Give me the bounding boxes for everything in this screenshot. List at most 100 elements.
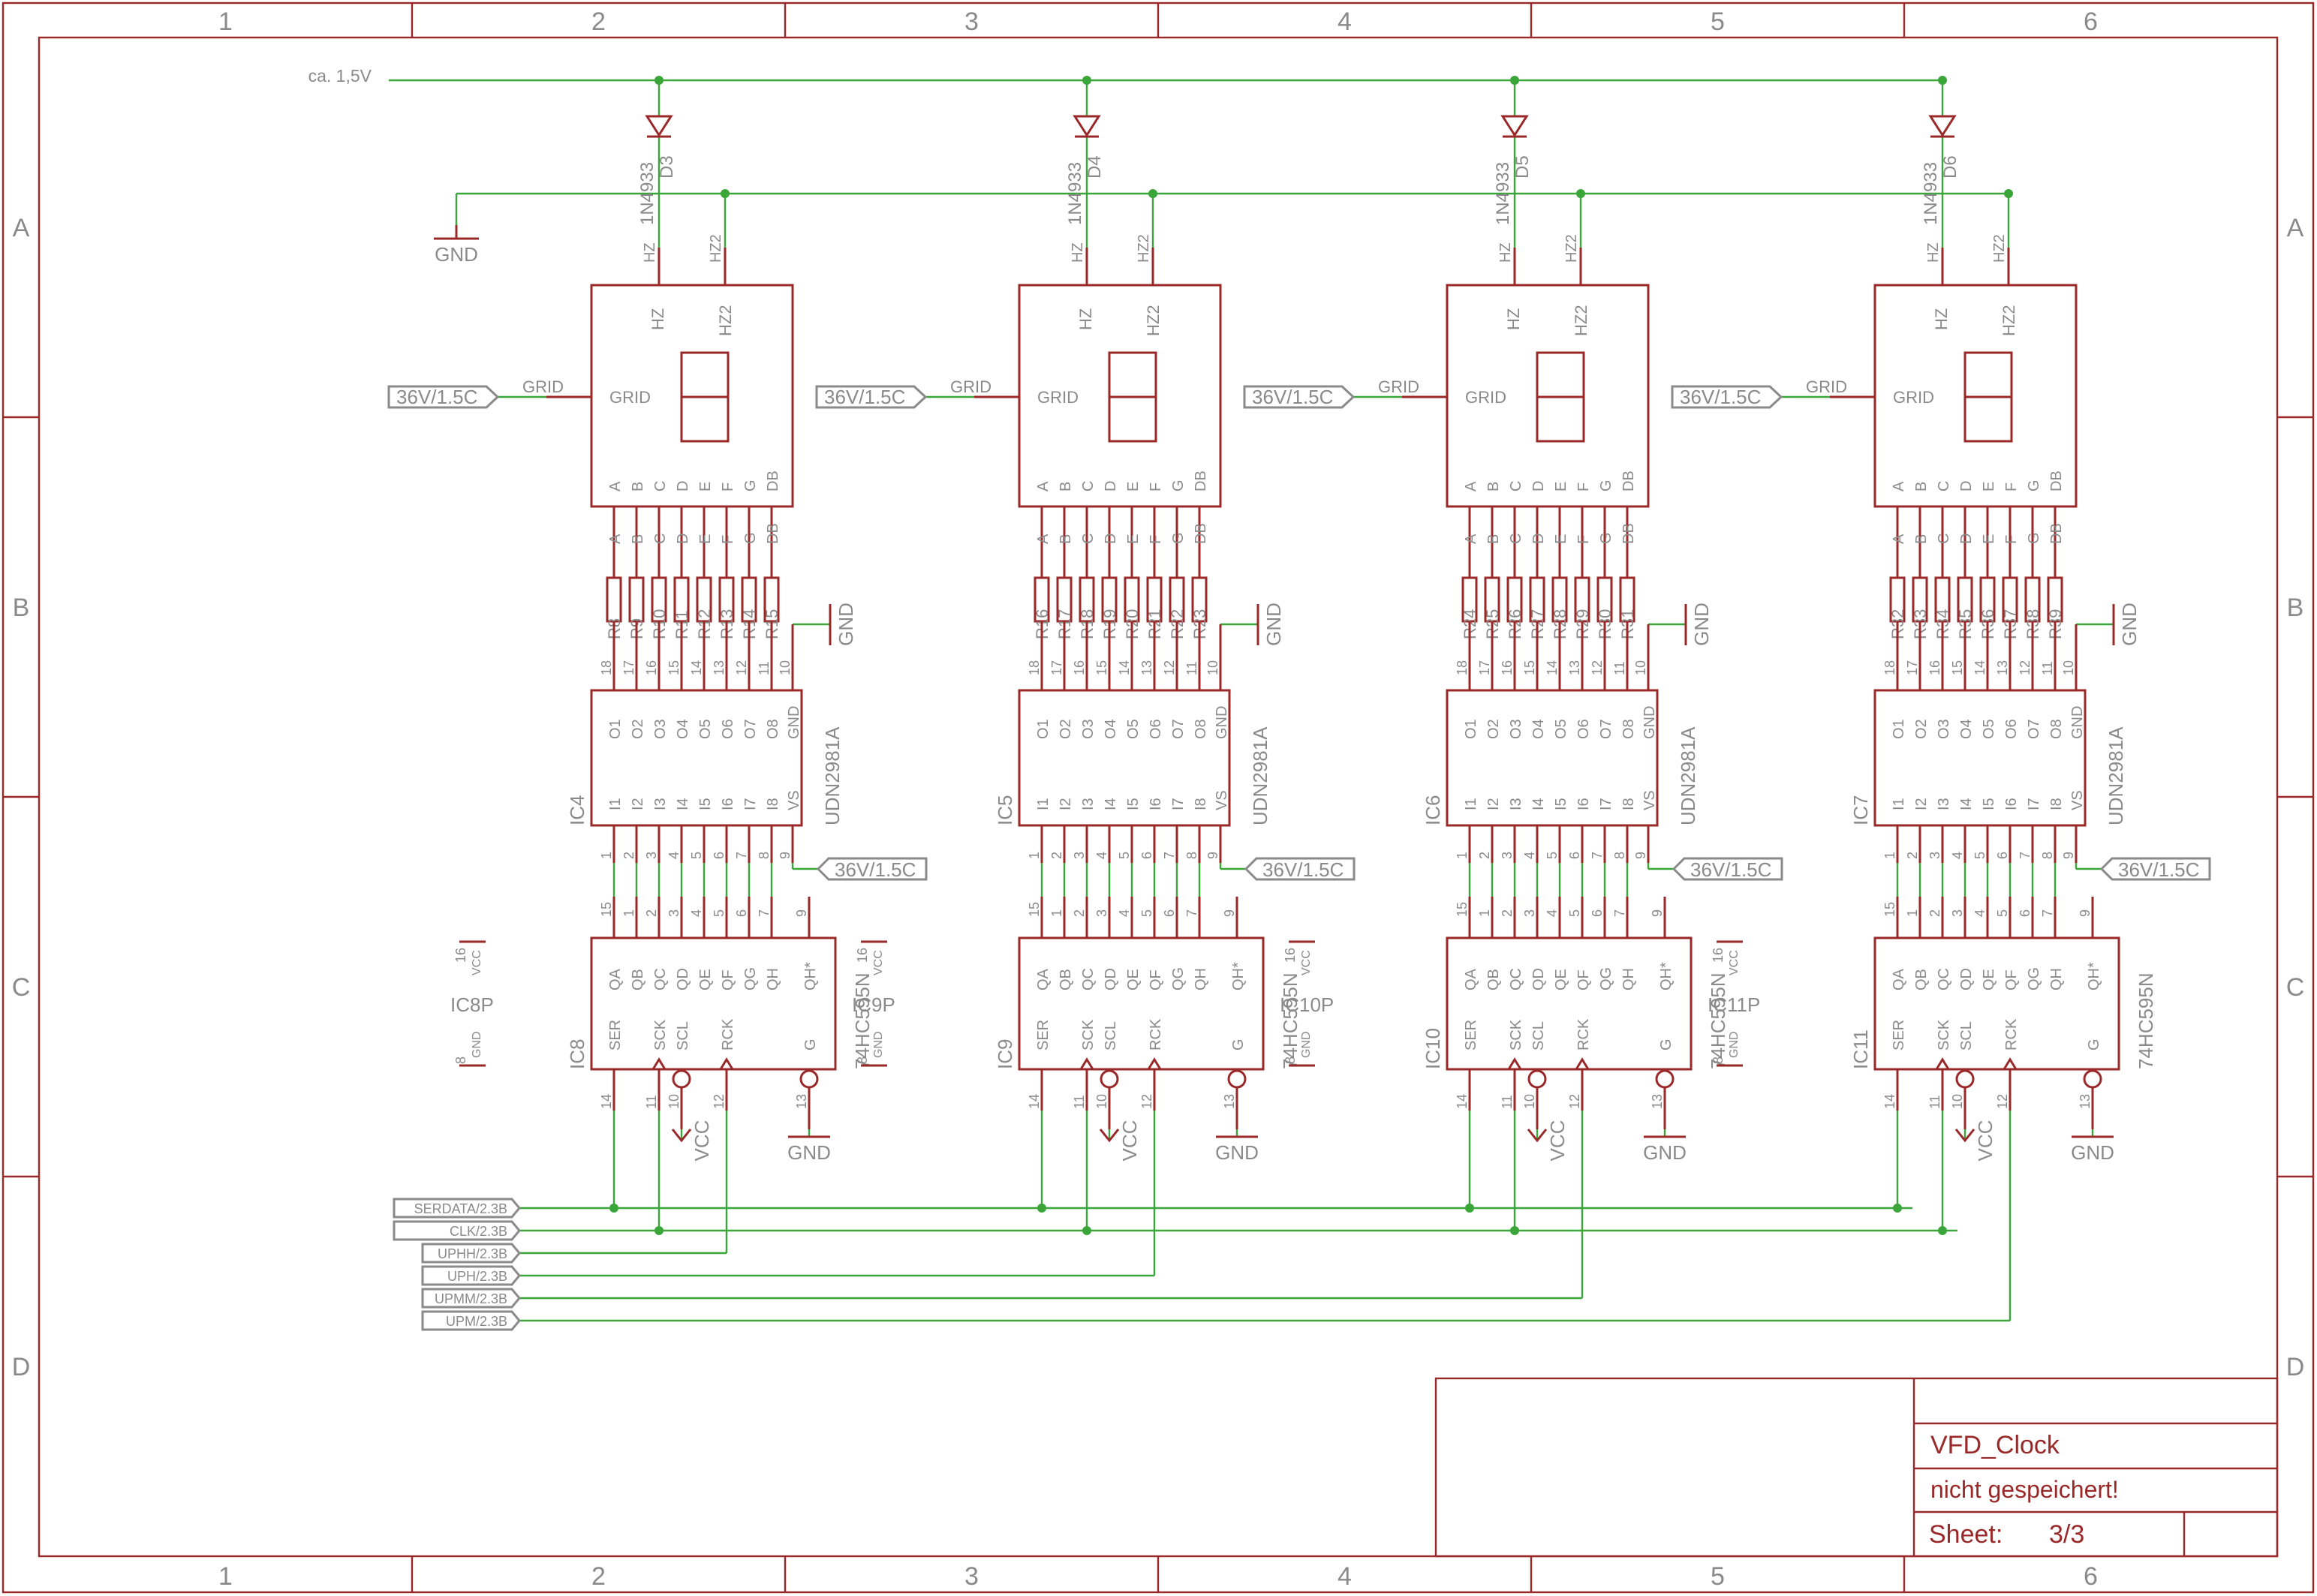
sr-output-pin-number: 1 — [1049, 909, 1064, 917]
sr-output-pin-label: QC — [1936, 968, 1952, 990]
udn-input-pin-number: 8 — [757, 852, 772, 859]
power-gnd-label: GND — [1300, 1031, 1313, 1058]
vfd-segment-pin-label: C — [1936, 481, 1952, 491]
udn-output-pin-number: 17 — [1049, 660, 1064, 675]
frame-col-bottom-label: 3 — [964, 1562, 979, 1591]
diode-ref-label: D5 — [1512, 155, 1533, 179]
vfd-segment-pin-label: B — [1058, 482, 1074, 491]
segment-net-label: A — [1035, 534, 1052, 544]
udn-output-pin-label: O2 — [630, 719, 646, 739]
vs-supply-label-text: 36V/1.5C — [1690, 858, 1771, 881]
74hc595n-body — [1018, 936, 1265, 1071]
segment-net-label: D — [675, 534, 691, 544]
sr-output-pin-label: QF — [1575, 969, 1592, 990]
vfd-pin-hz2-label: HZ2 — [2000, 305, 2018, 336]
udn-output-pin-number: 10 — [778, 660, 793, 675]
udn-gnd-symbol-label: GND — [1262, 603, 1285, 646]
udn-output-pin-label: O5 — [697, 719, 714, 739]
udn-input-pin-label: I1 — [1463, 798, 1479, 810]
sr-rck-pin-number: 12 — [1995, 1094, 2010, 1109]
diode-value-label: 1N4933 — [1493, 162, 1513, 225]
bus-label-shape — [421, 1265, 521, 1286]
udn-output-pin-number: 18 — [599, 660, 614, 675]
segment-net-label: C — [1508, 534, 1524, 544]
udn-input-pin-label: I4 — [675, 798, 691, 810]
sr-output-pin-number: 5 — [1567, 909, 1582, 917]
frame-row-left-label: D — [12, 1353, 31, 1381]
segment-net-label: G — [1170, 532, 1187, 544]
udn-output-pin-number: 13 — [1995, 660, 2010, 675]
sr-output-pin-label: QG — [1170, 967, 1187, 990]
grid-supply-label-text: 36V/1.5C — [824, 386, 905, 408]
sr-output-pin-label: QH — [1620, 968, 1637, 990]
sr-input-pin-label: G — [1230, 1038, 1247, 1050]
sr-output-pin-label: QB — [1913, 969, 1930, 990]
udn-input-pin-number: 8 — [1184, 852, 1199, 859]
udn-input-pin-label: I2 — [1485, 798, 1502, 810]
udn-output-pin-number: 18 — [1882, 660, 1897, 675]
power-gnd-pin-number: 8 — [1711, 1056, 1726, 1064]
sr-output-pin-label: QC — [1080, 968, 1097, 990]
sr-output-pin-number: 1 — [621, 909, 636, 917]
sr-output-pin-number: 6 — [1590, 909, 1605, 917]
sr-rck-clock-mark — [1147, 1057, 1162, 1070]
sr-output-pin-label: QF — [1148, 969, 1164, 990]
udn-output-pin-label: GND — [1214, 706, 1230, 739]
segment-net-label: B — [1913, 534, 1930, 544]
udn-output-pin-number: 10 — [1633, 660, 1648, 675]
title-block-sheet-value: 3/3 — [2049, 1520, 2084, 1549]
sr-input-pin-label: SCK — [1508, 1019, 1524, 1050]
sr-output-pin-label: QF — [2003, 969, 2020, 990]
frame-col-top-label: 4 — [1338, 8, 1352, 36]
udn-output-pin-number: 10 — [1205, 660, 1220, 675]
sr-output-pin-number: 1 — [1477, 909, 1492, 917]
sr-output-pin-number: 6 — [734, 909, 749, 917]
sr-output-pin-label: QH* — [1658, 962, 1675, 990]
sr-ser-pin-number: 14 — [1027, 1094, 1042, 1109]
bus-label-shape — [421, 1243, 521, 1264]
diode-body — [1928, 115, 1957, 137]
sr-input-pin-label: RCK — [1148, 1018, 1164, 1050]
udn-input-pin-label: I3 — [652, 798, 669, 810]
power-vcc-label: VCC — [471, 950, 483, 975]
udn-input-pin-label: I8 — [1620, 798, 1637, 810]
grid-net-label: GRID — [950, 377, 991, 396]
udn-output-pin-label: O3 — [1508, 719, 1524, 739]
power-gnd-label: GND — [471, 1031, 483, 1058]
frame-col-bottom-label: 6 — [2084, 1562, 2098, 1591]
udn-gnd-symbol-label: GND — [2118, 603, 2141, 646]
bus-label-text: UPM/2.3B — [446, 1314, 507, 1329]
power-gnd-pin-number: 8 — [1283, 1056, 1298, 1064]
sr-output-pin-label: QH — [2048, 968, 2065, 990]
udn-output-pin-number: 13 — [712, 660, 727, 675]
sr-rck-clock-mark — [719, 1057, 734, 1070]
grid-supply-label-text: 36V/1.5C — [1252, 386, 1333, 408]
udn-input-pin-number: 3 — [1500, 852, 1515, 859]
bus-label-text: CLK/2.3B — [450, 1224, 507, 1239]
sr-output-pin-label: QA — [607, 968, 624, 990]
udn-input-pin-number: 1 — [599, 852, 614, 859]
diode-ref-label: D3 — [657, 155, 677, 179]
sr-output-pin-number: 3 — [1094, 909, 1109, 917]
segment-net-label: B — [1485, 534, 1502, 544]
udn-output-pin-number: 18 — [1455, 660, 1470, 675]
udn-output-pin-label: O3 — [1936, 719, 1952, 739]
sr-output-pin-number: 6 — [2018, 909, 2033, 917]
vfd-segment-pin-label: A — [1463, 481, 1479, 491]
bus-label-text: SERDATA/2.3B — [414, 1201, 507, 1216]
sr-output-pin-label: QE — [1125, 969, 1142, 990]
udn-input-pin-number: 6 — [712, 852, 727, 859]
frame-row-right-label: B — [2287, 594, 2304, 622]
udn-output-pin-number: 14 — [1117, 660, 1132, 675]
sr-rck-pin-number: 12 — [1567, 1094, 1582, 1109]
sr-scl-bubble — [1527, 1069, 1547, 1089]
segment-net-label: E — [1125, 534, 1142, 544]
udn-input-pin-number: 9 — [1633, 852, 1648, 859]
power-vcc-pin-number: 16 — [1711, 948, 1726, 963]
sr-scl-pin-number: 10 — [1950, 1094, 1965, 1109]
udn-input-pin-label: I8 — [1193, 798, 1209, 810]
sr-output-pin-label: QG — [1598, 967, 1614, 990]
sr-output-pin-number: 5 — [1995, 909, 2010, 917]
